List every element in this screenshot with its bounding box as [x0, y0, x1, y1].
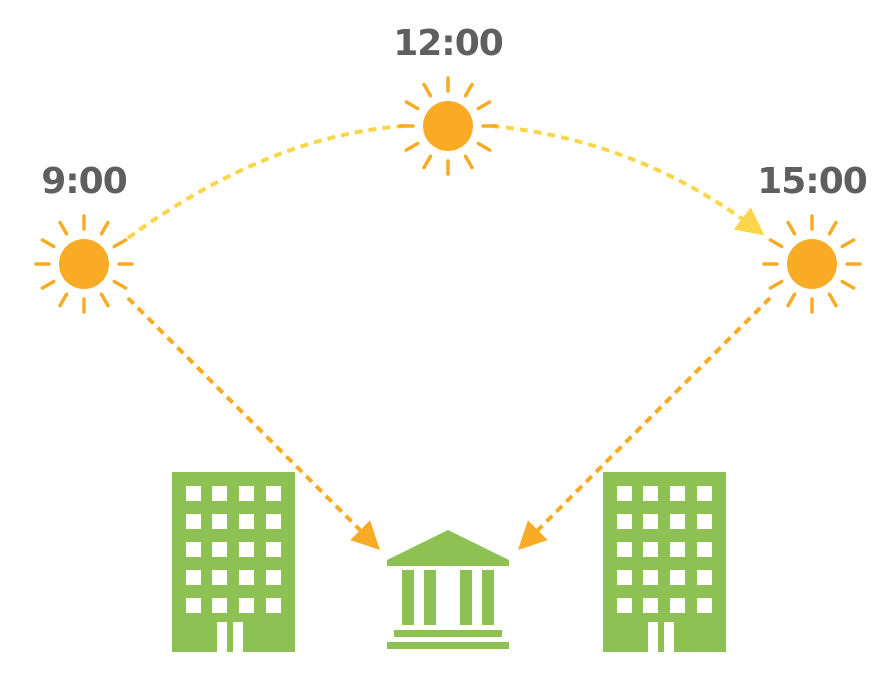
sun-path-arc-left — [126, 124, 406, 240]
time-label-12: 12:00 — [393, 23, 503, 64]
sun-path-arc-right — [491, 124, 765, 236]
time-label-15: 15:00 — [757, 161, 867, 202]
sun-icon — [34, 214, 134, 314]
office-building-icon — [172, 472, 295, 652]
sun-ray-afternoon — [518, 296, 772, 550]
sun-icon — [398, 76, 498, 176]
bank-icon — [387, 530, 509, 649]
time-label-9: 9:00 — [41, 161, 127, 202]
office-building-icon — [603, 472, 726, 652]
sun-ray-morning — [126, 296, 380, 550]
sun-icon — [762, 214, 862, 314]
